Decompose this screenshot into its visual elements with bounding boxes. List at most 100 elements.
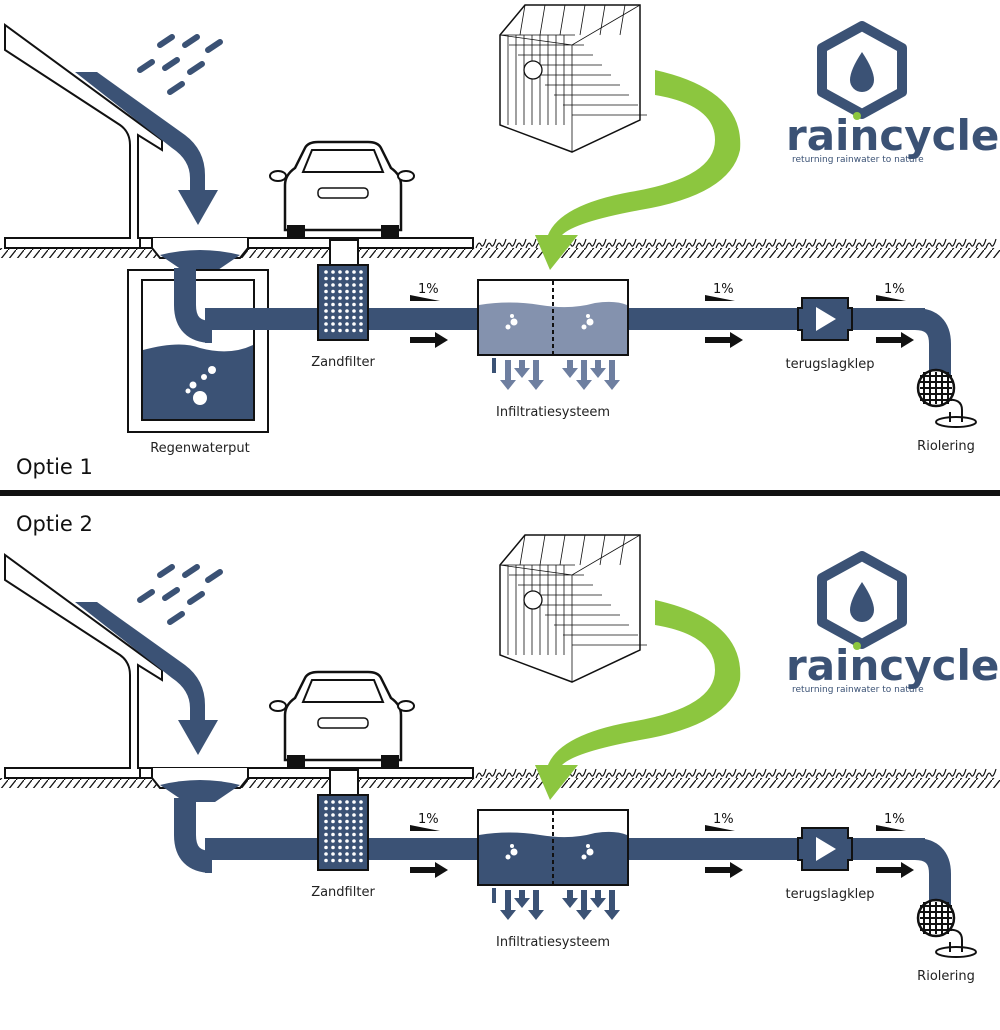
filter-hole	[324, 826, 328, 830]
filter-hole	[345, 832, 349, 837]
sand-filter-label: Zandfilter	[311, 885, 375, 900]
filter-hole	[331, 276, 335, 281]
filter-hole	[324, 839, 328, 843]
filter-hole	[331, 852, 335, 856]
flow-arrow-icon	[410, 332, 448, 348]
valve-triangle-icon	[816, 307, 836, 331]
infiltration-arrow	[528, 890, 544, 920]
logo-dot	[853, 112, 861, 120]
bubble	[201, 374, 207, 380]
sewer-label: Riolering	[917, 969, 975, 984]
rain-drop	[157, 564, 175, 578]
filter-hole	[331, 800, 335, 804]
infiltration-arrow	[604, 890, 620, 920]
filter-hole	[352, 328, 356, 333]
slope-indicator-icon	[705, 825, 735, 831]
filter-hole	[331, 296, 335, 300]
pavement	[139, 767, 474, 779]
filter-hole	[345, 819, 349, 824]
scene-group: ZandfilterInfiltratiesysteemterugslagkle…	[0, 4, 1000, 456]
filter-hole	[359, 832, 363, 837]
rain-drop	[205, 39, 223, 53]
filter-hole	[345, 270, 349, 274]
filter-hole	[345, 826, 349, 830]
grass-line	[475, 238, 997, 249]
option-1-diagram: ZandfilterInfiltratiesysteemterugslagkle…	[0, 4, 1000, 456]
filter-hole	[331, 806, 335, 811]
option-2-title: Optie 2	[16, 512, 93, 536]
flow-arrow-icon	[876, 862, 914, 878]
logo-tagline: returning rainwater to nature	[792, 155, 924, 165]
bubble	[208, 366, 216, 374]
sewer-drain-icon	[916, 368, 977, 428]
filter-hole	[345, 845, 349, 850]
infiltration-arrow	[576, 890, 592, 920]
bubble	[189, 381, 197, 389]
infiltration-arrow	[562, 890, 578, 908]
bubble	[586, 844, 590, 848]
filter-hole	[345, 296, 349, 300]
filter-hole	[345, 309, 349, 313]
filter-hole	[324, 276, 328, 281]
rain-drop	[187, 591, 205, 605]
filter-hole	[338, 283, 342, 287]
filter-hole	[338, 309, 342, 313]
house-outline	[4, 23, 163, 249]
filter-hole	[359, 315, 363, 320]
slope-label: 1%	[884, 282, 905, 297]
infiltration-label: Infiltratiesysteem	[496, 405, 610, 420]
filter-hole	[352, 315, 356, 320]
valve-triangle-icon	[816, 837, 836, 861]
infiltration-arrow	[604, 360, 620, 390]
car-icon	[269, 670, 415, 768]
logo-hexagon-icon	[817, 551, 907, 649]
infiltration-water	[479, 831, 627, 884]
filter-hole	[324, 832, 328, 837]
rain-drop	[167, 611, 185, 625]
bubble	[185, 388, 191, 394]
filter-hole	[338, 806, 342, 811]
filter-hole	[352, 283, 356, 287]
slope-label: 1%	[713, 282, 734, 297]
downpipe	[174, 798, 213, 873]
green-arrow	[535, 70, 741, 270]
logo-wordmark: raincycle	[786, 111, 999, 160]
filter-hole	[352, 852, 356, 856]
filter-hole	[359, 283, 363, 287]
grass-line	[475, 768, 997, 779]
filter-hole	[338, 819, 342, 824]
infiltration-label: Infiltratiesysteem	[496, 935, 610, 950]
slope-label: 1%	[418, 282, 439, 297]
filter-hole	[324, 315, 328, 320]
filter-hole	[352, 806, 356, 811]
filter-hole	[345, 302, 349, 307]
filter-hole	[352, 826, 356, 830]
infiltration-arrow	[514, 890, 530, 908]
rainwater-tank-label: Regenwaterput	[150, 441, 250, 456]
sewer-drain-icon	[916, 898, 977, 958]
filter-hole	[331, 826, 335, 830]
filter-hole	[352, 289, 356, 294]
filter-hole	[345, 800, 349, 804]
logo-tagline: returning rainwater to nature	[792, 685, 924, 695]
filter-hole	[324, 806, 328, 811]
slope-indicator-icon	[876, 295, 906, 301]
filter-hole	[331, 315, 335, 320]
bubble	[586, 848, 594, 856]
filter-hole	[331, 302, 335, 307]
filter-hole	[338, 302, 342, 307]
filter-hole	[331, 813, 335, 817]
filter-hole	[331, 289, 335, 294]
logo-hexagon-icon	[817, 21, 907, 119]
filter-hole	[338, 832, 342, 837]
flow-arrow-icon	[410, 862, 448, 878]
filter-hole	[331, 283, 335, 287]
filter-hole	[338, 315, 342, 320]
tank-water	[143, 344, 253, 419]
infiltration-crate-icon	[499, 534, 647, 683]
filter-hole	[352, 302, 356, 307]
filter-hole	[345, 328, 349, 333]
flow-arrow-icon	[876, 332, 914, 348]
